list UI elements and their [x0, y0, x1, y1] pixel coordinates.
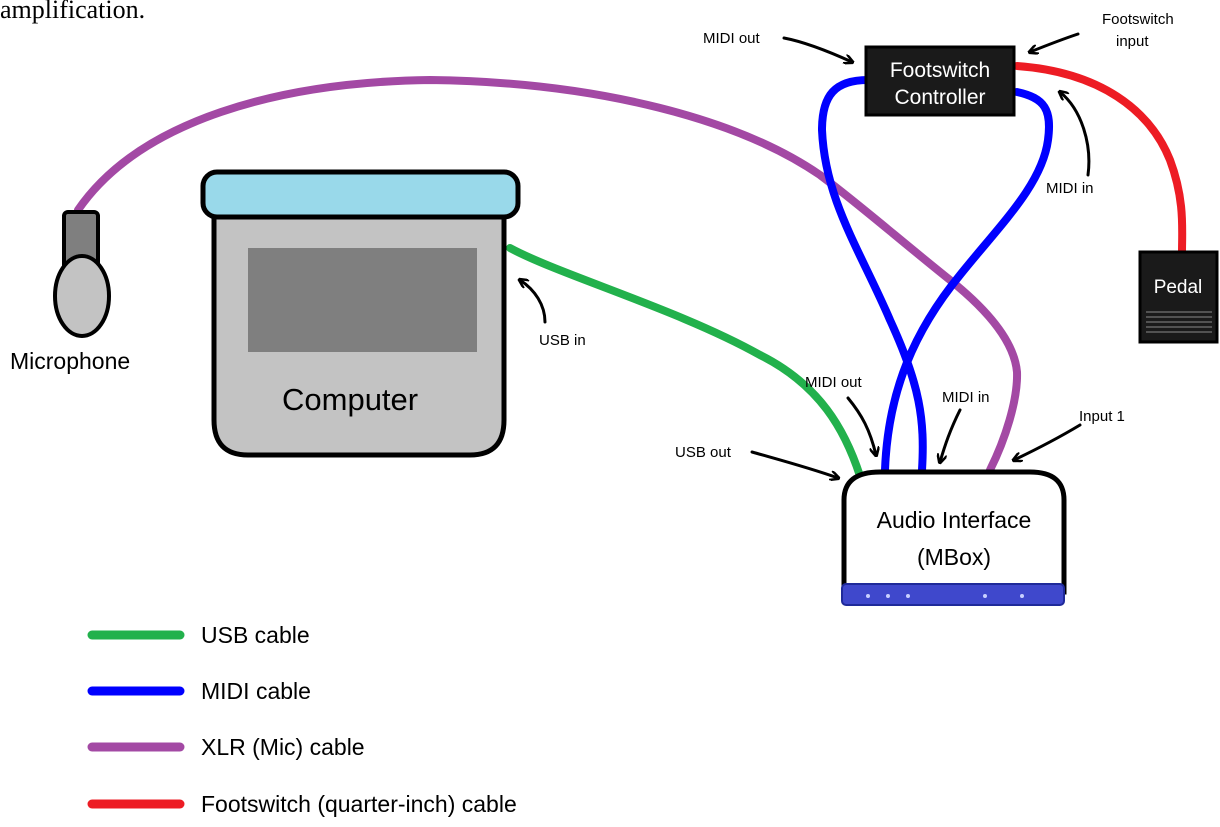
legend-label-xlr: XLR (Mic) cable — [201, 734, 365, 760]
base-light — [906, 594, 910, 598]
footswitch-controller — [864, 45, 1016, 117]
arrow-ai-midi-in — [940, 408, 962, 462]
microphone — [53, 210, 111, 338]
arrow-usb-in — [520, 280, 547, 324]
base-light — [983, 594, 987, 598]
legend-label-midi: MIDI cable — [201, 678, 311, 704]
footswitch-controller-label-2: Controller — [894, 86, 985, 109]
footswitch-controller-label-1: Footswitch — [890, 59, 990, 82]
label-fc-midi-out: MIDI out — [703, 30, 761, 47]
audio-interface — [841, 469, 1067, 606]
top-text: amplification. — [0, 0, 145, 24]
label-ai-input1: Input 1 — [1079, 408, 1125, 425]
usb-cable — [506, 244, 864, 480]
footswitch-cable — [1013, 62, 1187, 256]
label-ai-midi-out: MIDI out — [805, 374, 863, 391]
arrow-ai-usb-out — [750, 450, 838, 478]
audio-interface-body — [841, 469, 1067, 595]
pedal-label: Pedal — [1154, 277, 1203, 298]
base-light — [866, 594, 870, 598]
midi-cable-fc-in — [881, 88, 1053, 474]
pedal — [1138, 250, 1219, 344]
arrow-fc-footswitch-input — [1030, 32, 1080, 52]
base-light — [1020, 594, 1024, 598]
midi-cable-fc-out — [817, 76, 927, 474]
microphone-head — [53, 254, 111, 338]
legend: USB cable MIDI cable XLR (Mic) cable Foo… — [87, 622, 517, 817]
legend-label-footswitch: Footswitch (quarter-inch) cable — [201, 791, 517, 817]
audio-interface-base — [841, 583, 1065, 606]
computer-screen — [248, 248, 477, 352]
label-fc-footswitch-input-2: input — [1116, 33, 1149, 50]
arrow-ai-midi-out — [846, 396, 876, 455]
arrow-fc-midi-in — [1060, 92, 1091, 177]
computer — [200, 169, 521, 458]
legend-label-usb: USB cable — [201, 622, 310, 648]
base-light — [886, 594, 890, 598]
computer-top — [200, 169, 521, 220]
footswitch-controller-box — [864, 45, 1016, 117]
computer-label: Computer — [282, 382, 418, 417]
label-fc-footswitch-input-1: Footswitch — [1102, 11, 1174, 28]
arrow-ai-input1 — [1014, 423, 1082, 460]
label-ai-midi-in: MIDI in — [942, 389, 990, 406]
audio-interface-label-1: Audio Interface — [877, 507, 1032, 533]
label-ai-usb-out: USB out — [675, 444, 732, 461]
microphone-label: Microphone — [10, 348, 130, 374]
label-fc-midi-in: MIDI in — [1046, 180, 1094, 197]
label-usb-in: USB in — [539, 332, 586, 349]
xlr-cable — [74, 75, 1022, 474]
audio-interface-label-2: (MBox) — [917, 544, 991, 570]
arrow-fc-midi-out — [782, 36, 852, 62]
